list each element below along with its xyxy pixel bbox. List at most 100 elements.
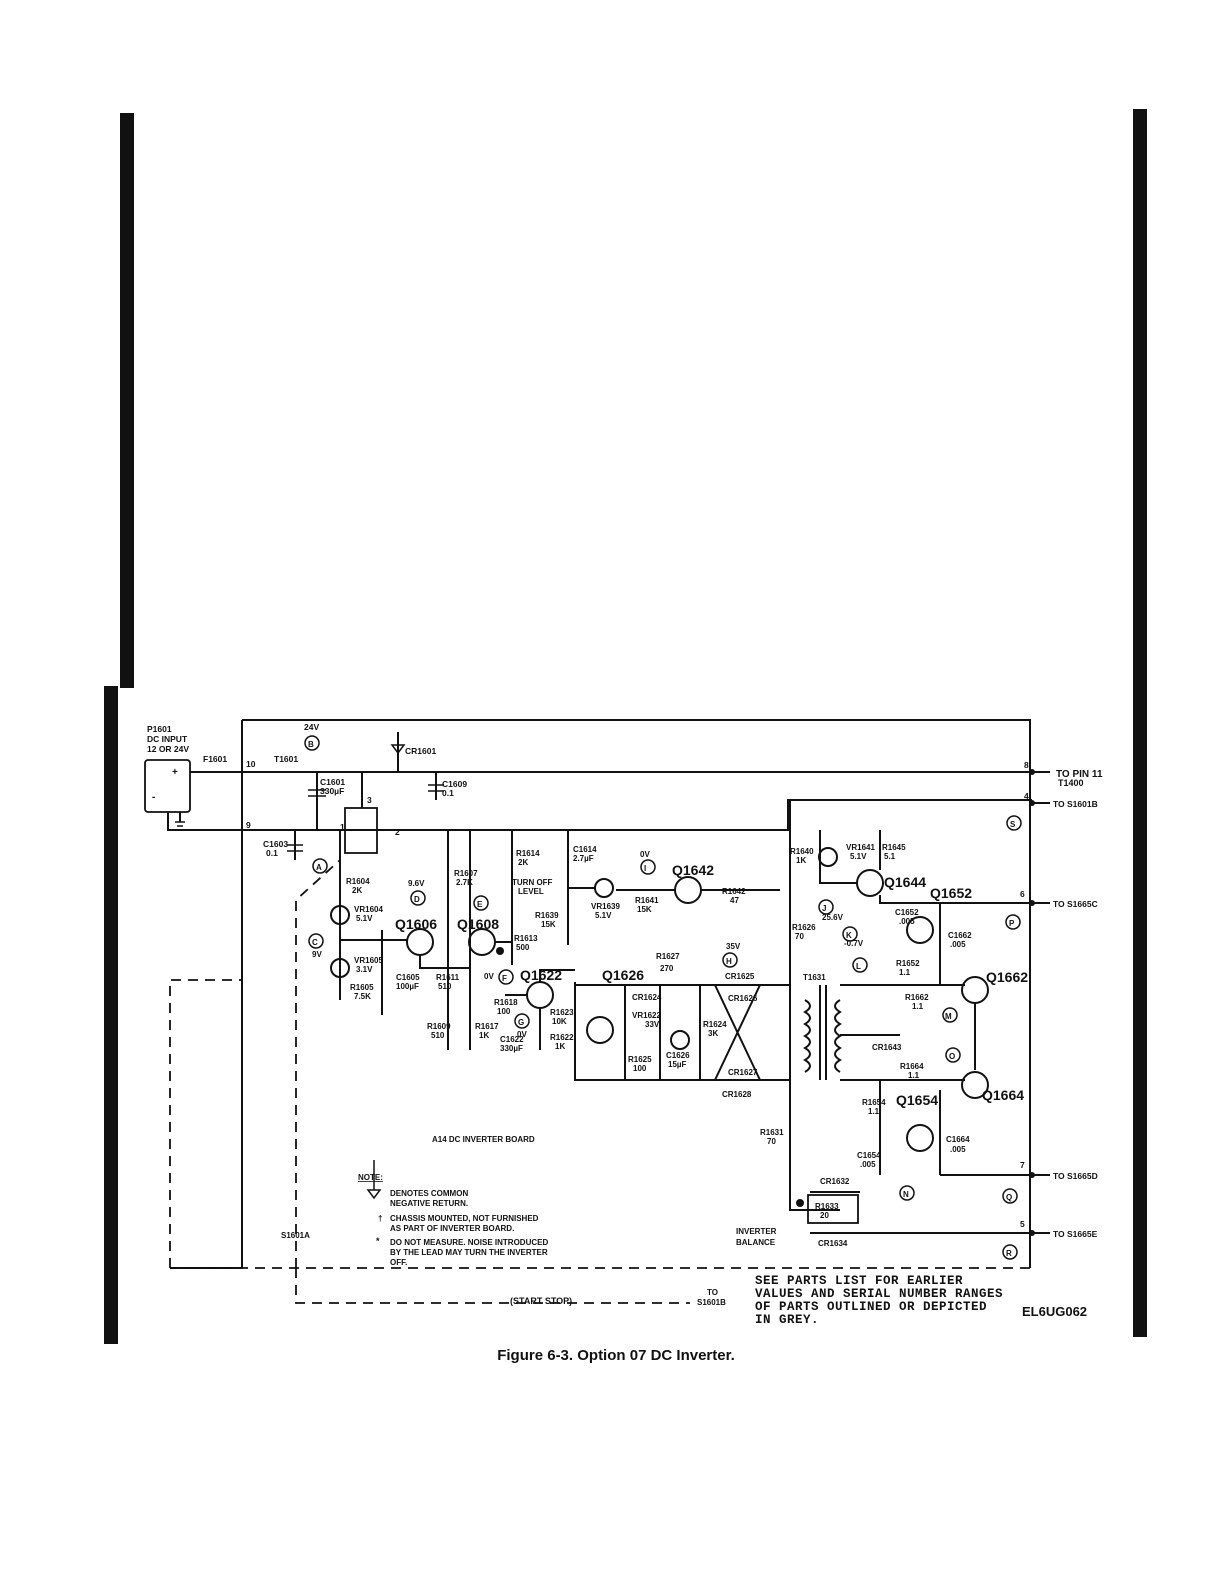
pin-2: 2 (395, 827, 400, 837)
v96-label: 9.6V (408, 879, 425, 888)
r1662-value: 1.1 (912, 1002, 924, 1011)
r1618-value: 100 (497, 1007, 511, 1016)
r1611-value: 510 (438, 982, 452, 991)
vr1639-label: VR1639 (591, 902, 620, 911)
v0b-label: 0V (517, 1030, 527, 1039)
c1605-value: 100µF (396, 982, 419, 991)
figure-caption: Figure 6-3. Option 07 DC Inverter. (497, 1347, 735, 1364)
r1640-value: 1K (796, 856, 806, 865)
s1601a-label: S1601A (281, 1231, 310, 1240)
r1623-value: 10K (552, 1017, 567, 1026)
v256-label: 25.6V (822, 913, 844, 922)
vr1641-symbol (818, 847, 838, 867)
q1664-label: Q1664 (982, 1087, 1024, 1103)
q1622-symbol (526, 981, 554, 1009)
v35-label: 35V (726, 942, 741, 951)
svg-text:L: L (856, 962, 861, 971)
cr1634-label: CR1634 (818, 1239, 848, 1248)
r1626-value: 70 (795, 932, 804, 941)
to-s1665d-label: TO S1665D (1053, 1171, 1098, 1181)
r1618-label: R1618 (494, 998, 518, 1007)
c1622-value: 330µF (500, 1044, 523, 1053)
r1639-label: R1639 (535, 911, 559, 920)
svg-text:Q: Q (1006, 1193, 1012, 1202)
q1662-symbol (961, 976, 989, 1004)
c1609-label: C1609 (442, 779, 467, 789)
left-margin-bar (120, 113, 134, 688)
r1611-label: R1611 (436, 973, 460, 982)
cr1601-label: CR1601 (405, 746, 436, 756)
v0a-label: 0V (484, 972, 494, 981)
svg-text:C: C (312, 938, 318, 947)
right-margin-bar (1133, 109, 1147, 1337)
r1662-label: R1662 (905, 993, 929, 1002)
pin-1: 1 (340, 822, 345, 832)
p1601-label: P1601 (147, 724, 172, 734)
balance-label: BALANCE (736, 1238, 776, 1247)
pin-9: 9 (246, 820, 251, 830)
r1614-label: R1614 (516, 849, 540, 858)
q1662-label: Q1662 (986, 969, 1028, 985)
r1625-value: 100 (633, 1064, 647, 1073)
c1603-value: 0.1 (266, 848, 278, 858)
svg-text:O: O (949, 1052, 955, 1061)
cr1627-label: CR1627 (728, 1068, 758, 1077)
c1626-label: C1626 (666, 1051, 690, 1060)
r1652-label: R1652 (896, 959, 920, 968)
r1640-label: R1640 (790, 847, 814, 856)
note-2-marker: † (378, 1214, 382, 1223)
t1400-label: T1400 (1058, 778, 1084, 788)
vr1622-value: 33V (645, 1020, 660, 1029)
r1654-value: 1.1 (868, 1107, 880, 1116)
cr1624-label: CR1624 (632, 993, 662, 1002)
vr1604-value: 5.1V (356, 914, 373, 923)
supply-label: 24V (304, 722, 319, 732)
to-s1601b-label: TO S1601B (1053, 799, 1098, 809)
note-1a: DENOTES COMMON (390, 1189, 468, 1198)
svg-text:G: G (518, 1018, 524, 1027)
note-3a: DO NOT MEASURE. NOISE INTRODUCED (390, 1238, 548, 1247)
note-1b: NEGATIVE RETURN. (390, 1199, 468, 1208)
r1627-value: 270 (660, 964, 674, 973)
r1614-value: 2K (518, 858, 528, 867)
q1642-label: Q1642 (672, 862, 714, 878)
r1623-label: R1623 (550, 1008, 574, 1017)
q1608-label: Q1608 (457, 916, 499, 932)
turn-off-label: TURN OFF (512, 878, 553, 887)
r1652-value: 1.1 (899, 968, 911, 977)
pin-10: 10 (246, 759, 256, 769)
r1631-label: R1631 (760, 1128, 784, 1137)
r1625-label: R1625 (628, 1055, 652, 1064)
svg-text:B: B (308, 740, 314, 749)
minus-sign: - (152, 792, 155, 803)
c1622-label: C1622 (500, 1035, 524, 1044)
q1626-label: Q1626 (602, 967, 644, 983)
r1605-value: 7.5K (354, 992, 371, 1001)
r1609-label: R1609 (427, 1022, 451, 1031)
c1601-label: C1601 (320, 777, 345, 787)
c1662-value: .005 (950, 940, 966, 949)
r1617-label: R1617 (475, 1022, 499, 1031)
input-rating-label: 12 OR 24V (147, 744, 189, 754)
r1626-label: R1626 (792, 923, 816, 932)
svg-text:S: S (1010, 820, 1016, 829)
left-margin-bar-lower (104, 686, 118, 1344)
svg-text:M: M (945, 1012, 952, 1021)
pin-3: 3 (367, 795, 372, 805)
q1654-label: Q1654 (896, 1092, 938, 1108)
v0c-label: 0V (640, 850, 650, 859)
vr1622-symbol (670, 1030, 690, 1050)
c1662-label: C1662 (948, 931, 972, 940)
drawing-code: EL6UG062 (1022, 1304, 1088, 1319)
note-heading: NOTE: (358, 1173, 383, 1182)
q1664-symbol (961, 1071, 989, 1099)
vneg07-label: -0.7V (844, 939, 864, 948)
svg-text:H: H (726, 957, 732, 966)
svg-text:N: N (903, 1190, 909, 1199)
inverter-label: INVERTER (736, 1227, 777, 1236)
note-2a: CHASSIS MOUNTED, NOT FURNISHED (390, 1214, 539, 1223)
r1654-label: R1654 (862, 1098, 886, 1107)
q1622-label: Q1622 (520, 967, 562, 983)
to-s1665e-label: TO S1665E (1053, 1229, 1098, 1239)
r1639-value: 15K (541, 920, 556, 929)
